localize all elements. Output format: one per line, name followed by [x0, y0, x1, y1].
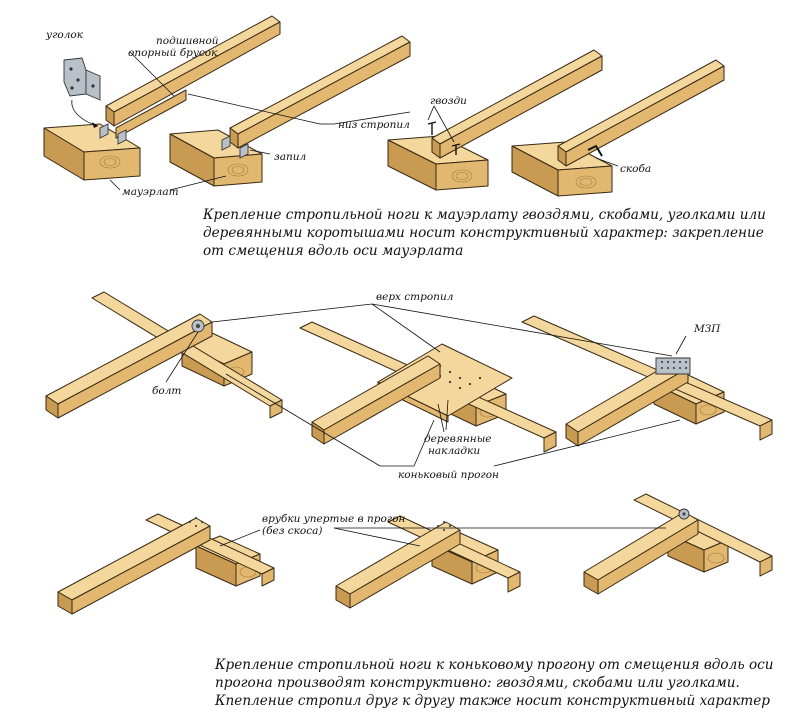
- label-mzp: МЗП: [693, 323, 721, 335]
- rafter-2: [229, 35, 411, 149]
- dowel-dots-1: [189, 517, 203, 527]
- middle-leader-lines: [165, 303, 687, 467]
- bottom-rafter-2b: [335, 521, 461, 609]
- label-support-bar-2: опорный брусок: [128, 47, 218, 59]
- label-notch: запил: [274, 151, 306, 163]
- top-leader-lines: [109, 51, 619, 191]
- label-rafter-top: верх стропил: [376, 291, 453, 303]
- middle-labels: верх стропил МЗП болт деревянные накладк…: [152, 291, 721, 481]
- top-labels: уголок подшивной опорный брусок низ стро…: [45, 29, 651, 198]
- label-ridge-purlin: коньковый прогон: [398, 469, 499, 481]
- ridge-assemblies-bottom: [57, 493, 773, 615]
- label-support-bar-1: подшивной: [156, 35, 219, 47]
- bottom-rafter-3a: [633, 493, 773, 577]
- bottom-bolt-icon: [678, 508, 690, 520]
- rafter-3: [431, 49, 603, 159]
- notch-brackets: [221, 135, 249, 159]
- label-wood-plates-2: накладки: [428, 445, 480, 457]
- label-notch-purlin-1: врубки упертые в прогон: [262, 513, 405, 525]
- rafter-4: [557, 59, 725, 167]
- rafter-mid-1a: [91, 291, 283, 419]
- bolt-icon: [191, 319, 205, 333]
- bottom-labels: врубки упертые в прогон (без скоса): [262, 513, 405, 537]
- rafter-mid-1b: [45, 313, 213, 419]
- nails-icon: [427, 121, 461, 155]
- caption-mauerlat: Крепление стропильной ноги к мауэрлату г…: [203, 206, 766, 260]
- staple-icon: [587, 144, 603, 157]
- bottom-rafter-3b: [583, 511, 699, 595]
- bottom-leader-lines: [219, 527, 666, 547]
- rafter-1: [105, 15, 281, 127]
- corner-bracket-detail: [63, 57, 101, 128]
- label-corner: уголок: [45, 29, 84, 41]
- dowel-dots-2: [437, 521, 451, 531]
- caption-mauerlat-line-2: деревянными коротышами носит конструктив…: [203, 225, 764, 241]
- caption-mauerlat-line-3: от смещения вдоль оси мауэрлата: [203, 243, 464, 259]
- rafter-mid-3b: [565, 359, 689, 447]
- ridge-assemblies-middle: [45, 291, 773, 453]
- caption-ridge: Крепление стропильной ноги к коньковому …: [215, 656, 774, 710]
- caption-ridge-line-3: Кпепление стропил друг к другу также нос…: [215, 693, 770, 709]
- label-staple: скоба: [620, 163, 651, 175]
- label-nails: гвозди: [430, 95, 467, 107]
- corner-bracket-small: [99, 123, 127, 145]
- caption-mauerlat-line-1: Крепление стропильной ноги к мауэрлату г…: [203, 207, 766, 223]
- label-bolt: болт: [152, 385, 181, 397]
- rafter-mid-3a: [521, 315, 773, 441]
- label-mauerlat: мауэрлат: [122, 186, 179, 198]
- support-bar-1: [115, 89, 187, 139]
- mauerlat-assemblies: [43, 15, 725, 197]
- caption-ridge-line-2: прогона производят конструктивно: гвоздя…: [215, 675, 740, 691]
- bottom-rafter-1b: [57, 517, 211, 615]
- label-notch-purlin-2: (без скоса): [262, 525, 323, 537]
- mzp-plate-icon: [655, 357, 691, 375]
- caption-ridge-line-1: Крепление стропильной ноги к коньковому …: [215, 657, 774, 673]
- label-wood-plates-1: деревянные: [424, 433, 491, 445]
- label-rafter-bottom: низ стропил: [338, 119, 410, 131]
- mauerlat-beam-1: [43, 123, 141, 181]
